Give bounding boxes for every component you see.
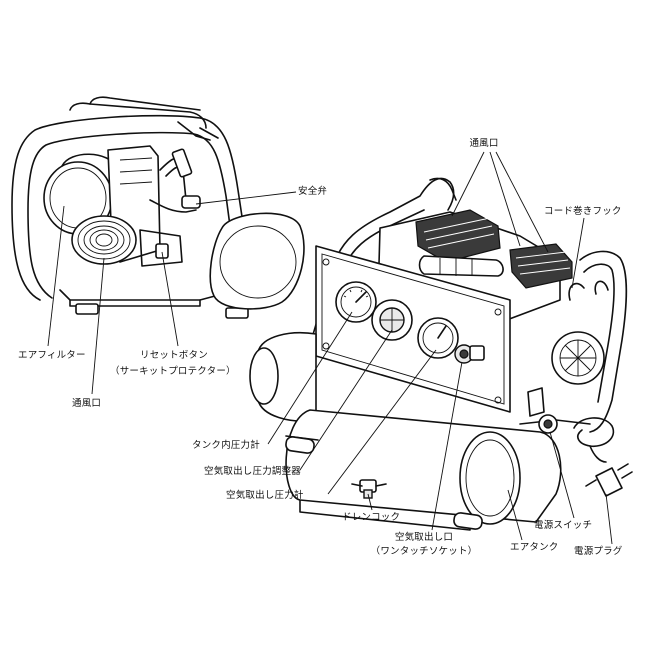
power-switch: [538, 414, 558, 434]
label-one-touch-socket: （ワンタッチソケット）: [370, 546, 478, 557]
drain-cock: [351, 479, 387, 499]
leader-outlet-gauge: [327, 349, 437, 495]
leader-power-switch: [549, 431, 575, 519]
outlet-pressure-regulator: [371, 299, 413, 341]
leader-air-filter: [47, 205, 65, 347]
leader-tank-gauge: [267, 311, 353, 445]
label-air-outlet: 空気取出し口: [394, 532, 454, 543]
label-drain-cock: ドレンコック: [342, 512, 401, 523]
leader-lines: [47, 151, 613, 545]
rear-view-compressor: [11, 96, 305, 319]
leader-vent-left: [91, 257, 105, 395]
tank-pressure-gauge: [335, 281, 377, 323]
leader-power-plug: [605, 493, 613, 545]
leader-vent-top-b: [489, 151, 521, 247]
leader-air-outlet: [431, 361, 463, 531]
leader-air-tank: [507, 489, 523, 541]
label-power-switch: 電源スイッチ: [534, 520, 593, 531]
reset-button: [155, 243, 169, 259]
leader-vent-top-c: [495, 151, 549, 253]
safety-valve: [181, 195, 201, 209]
rear-air-tank: [209, 212, 305, 310]
front-handle-right: [579, 250, 628, 433]
front-view-compressor: [249, 177, 633, 531]
leader-safety-valve: [195, 191, 297, 205]
label-air-filter: エアフィルター: [18, 350, 86, 361]
rear-vent-coil: [71, 215, 137, 265]
label-power-plug: 電源プラグ: [574, 546, 623, 557]
vent-grille-2: [509, 243, 573, 289]
label-cord-hook: コード巻きフック: [544, 206, 622, 217]
power-cord-coil: [573, 417, 615, 448]
label-vent-top: 通風口: [469, 138, 499, 149]
cord-hook-top: [568, 282, 585, 301]
rear-handle-frame-inner: [27, 131, 231, 299]
vent-grille-1: [415, 209, 501, 263]
leader-regulator: [299, 329, 393, 471]
front-fan-cover: [551, 331, 605, 385]
leader-reset-button: [161, 251, 179, 347]
leader-cord-hook: [571, 217, 585, 289]
label-vent-left: 通風口: [72, 398, 102, 409]
power-plug: [585, 463, 633, 497]
label-safety-valve: 安全弁: [298, 186, 328, 197]
label-circuit-protector: （サーキットプロテクター）: [110, 366, 236, 377]
label-tank-pressure-gauge: タンク内圧力計: [192, 440, 260, 451]
leader-vent-top-a: [451, 151, 485, 217]
label-outlet-pressure-gauge: 空気取出し圧力計: [226, 490, 304, 501]
label-outlet-regulator: 空気取出し圧力調整器: [204, 466, 302, 477]
rear-handle-frame: [11, 114, 245, 301]
leader-drain-cock: [367, 493, 373, 511]
label-air-tank: エアタンク: [510, 542, 559, 553]
label-reset-button: リセットボタン: [140, 350, 208, 361]
outlet-pressure-gauge: [417, 317, 459, 359]
one-touch-socket: [454, 344, 485, 364]
